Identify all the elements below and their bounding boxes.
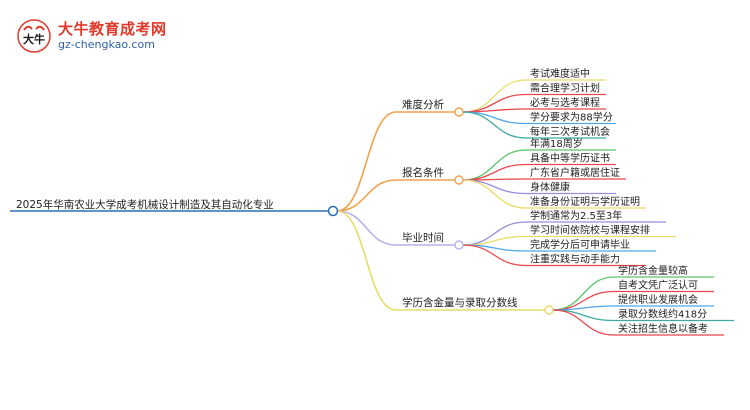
- leaf-label-1-3: 身体健康: [530, 181, 570, 194]
- branch-node-dot-0: [454, 107, 464, 117]
- logo-glyph: 大牛: [23, 32, 45, 46]
- branch-node-dot-1: [454, 175, 464, 185]
- leaf-label-0-1: 需合理学习计划: [530, 82, 600, 95]
- leaf-label-3-3: 录取分数线约418分: [618, 308, 707, 321]
- leaf-label-2-2: 完成学分后可申请毕业: [530, 238, 630, 251]
- leaf-label-3-2: 提供职业发展机会: [618, 293, 698, 306]
- leaf-label-0-3: 学分要求为88学分: [530, 111, 613, 124]
- bull-logo-icon: 大牛: [17, 19, 51, 53]
- root-node-dot: [327, 205, 339, 217]
- branch-node-dot-2: [454, 240, 464, 250]
- leaf-link-1-4: [462, 179, 527, 209]
- branch-node-dot-3: [544, 305, 554, 315]
- leaf-link-0-3: [462, 111, 527, 125]
- leaf-link-2-0: [462, 221, 527, 246]
- leaf-link-2-3: [462, 244, 527, 267]
- branch-link-3: [336, 210, 397, 311]
- leaf-label-2-0: 学制通常为2.5至3年: [530, 209, 622, 222]
- site-url: gz-chengkao.com: [58, 38, 155, 51]
- leaf-link-0-0: [462, 79, 527, 113]
- site-title: 大牛教育成考网: [58, 20, 167, 38]
- leaf-label-2-1: 学习时间依院校与课程安排: [530, 224, 650, 237]
- leaf-link-1-1: [462, 163, 527, 181]
- leaf-label-0-2: 必考与选考课程: [530, 96, 600, 109]
- leaf-label-0-4: 每年三次考试机会: [530, 125, 610, 138]
- root-node-label: 2025年华南农业大学成考机械设计制造及其自动化专业: [16, 198, 274, 211]
- leaf-label-3-1: 自考文凭广泛认可: [618, 279, 698, 292]
- leaf-link-3-3: [552, 309, 615, 322]
- leaf-link-3-2: [552, 305, 615, 311]
- mindmap-nodes: 2025年华南农业大学成考机械设计制造及其自动化专业 难度分析 考试难度适中需合理学…: [10, 67, 734, 336]
- branch-link-2: [336, 210, 397, 246]
- leaf-label-1-1: 具备中等学历证书: [530, 152, 610, 165]
- leaf-label-3-4: 关注招生信息以备考: [618, 322, 708, 335]
- leaf-label-1-4: 准备身份证明与学历证明: [530, 195, 640, 208]
- leaf-label-2-3: 注重实践与动手能力: [530, 253, 620, 266]
- branch-label-3: 学历含金量与录取分数线: [402, 296, 518, 309]
- leaf-label-0-0: 考试难度适中: [530, 67, 590, 80]
- leaf-link-3-0: [552, 276, 615, 311]
- branch-label-0: 难度分析: [402, 98, 444, 111]
- leaf-link-0-4: [462, 111, 527, 139]
- branch-link-1: [336, 179, 397, 212]
- branch-label-1: 报名条件: [402, 166, 444, 179]
- mindmap-links: [336, 79, 615, 336]
- branch-link-0: [336, 111, 397, 212]
- leaf-link-1-3: [462, 179, 527, 195]
- branch-label-2: 毕业时间: [402, 231, 444, 244]
- leaf-label-1-0: 年满18周岁: [530, 137, 583, 150]
- site-logo[interactable]: 大牛 大牛教育成考网 gz-chengkao.com: [10, 16, 170, 56]
- leaf-label-1-2: 广东省户籍或居住证: [530, 166, 620, 179]
- leaf-label-3-0: 学历含金量较高: [618, 264, 688, 277]
- leaf-link-3-4: [552, 309, 615, 336]
